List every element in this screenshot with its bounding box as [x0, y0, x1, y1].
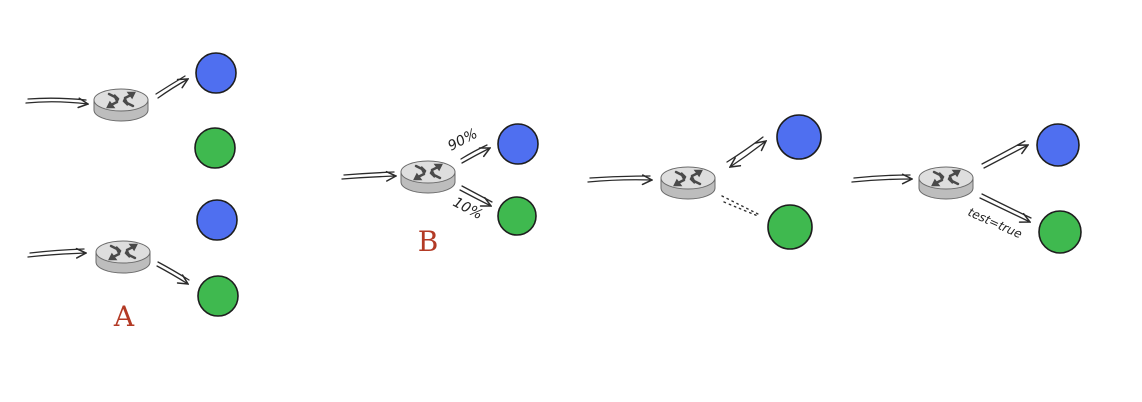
outgoing-arrow — [156, 265, 188, 284]
outgoing-arrow-bottom — [459, 189, 491, 206]
incoming-arrow-sketch — [27, 97, 87, 101]
blue-circle-icon — [776, 114, 822, 160]
incoming-arrow-sketch — [589, 175, 651, 179]
panel-a-caption: A — [113, 300, 135, 333]
outgoing-arrow-top — [983, 145, 1028, 169]
outgoing-arrow-top — [461, 148, 490, 164]
router-icon — [94, 239, 152, 275]
panel-b-caption: B — [418, 225, 439, 258]
blue-circle-icon — [1036, 123, 1080, 167]
green-circle-icon — [194, 127, 236, 169]
green-circle-icon — [1038, 210, 1082, 254]
incoming-arrow-sketch — [29, 248, 85, 254]
panel-a-top-flow — [25, 52, 237, 169]
green-circle-icon — [197, 275, 239, 317]
outgoing-arrow-bottom — [979, 197, 1030, 222]
incoming-arrow — [341, 176, 396, 179]
outgoing-arrow-bottom-sketch — [981, 193, 1032, 219]
blue-circle-icon — [497, 123, 539, 165]
incoming-arrow-sketch — [343, 171, 395, 176]
router-icon — [399, 159, 457, 195]
green-circle-icon — [497, 196, 537, 236]
router-icon — [92, 87, 150, 123]
green-circle-icon — [767, 204, 813, 250]
panel-a: A — [25, 52, 239, 333]
blue-circle-icon — [195, 52, 237, 94]
dotted-connection — [721, 195, 761, 216]
bidirectional-arrow-sketch — [726, 136, 764, 163]
panel-c — [587, 114, 822, 250]
panel-d: test=true — [851, 123, 1082, 254]
outgoing-arrow-sketch — [155, 75, 186, 95]
panel-a-bottom-flow — [27, 199, 239, 317]
incoming-arrow — [25, 102, 88, 104]
incoming-arrow — [851, 179, 912, 182]
incoming-arrow — [587, 180, 652, 182]
outgoing-arrow-top-sketch — [981, 140, 1026, 165]
incoming-arrow — [27, 253, 86, 257]
outgoing-arrow-bottom-sketch — [461, 185, 493, 203]
dotted-connection-sketch — [723, 201, 759, 217]
outgoing-arrow — [157, 79, 188, 99]
outgoing-arrow-top-sketch — [460, 144, 488, 160]
outgoing-arrow-sketch — [157, 261, 190, 281]
incoming-arrow-sketch — [853, 174, 911, 179]
panel-b: 90% 10% B — [341, 123, 539, 258]
router-icon — [917, 165, 975, 201]
split-label-bottom: 10% — [450, 194, 485, 223]
router-icon — [659, 165, 717, 201]
blue-circle-icon — [196, 199, 238, 241]
bidirectional-arrow — [730, 141, 766, 167]
